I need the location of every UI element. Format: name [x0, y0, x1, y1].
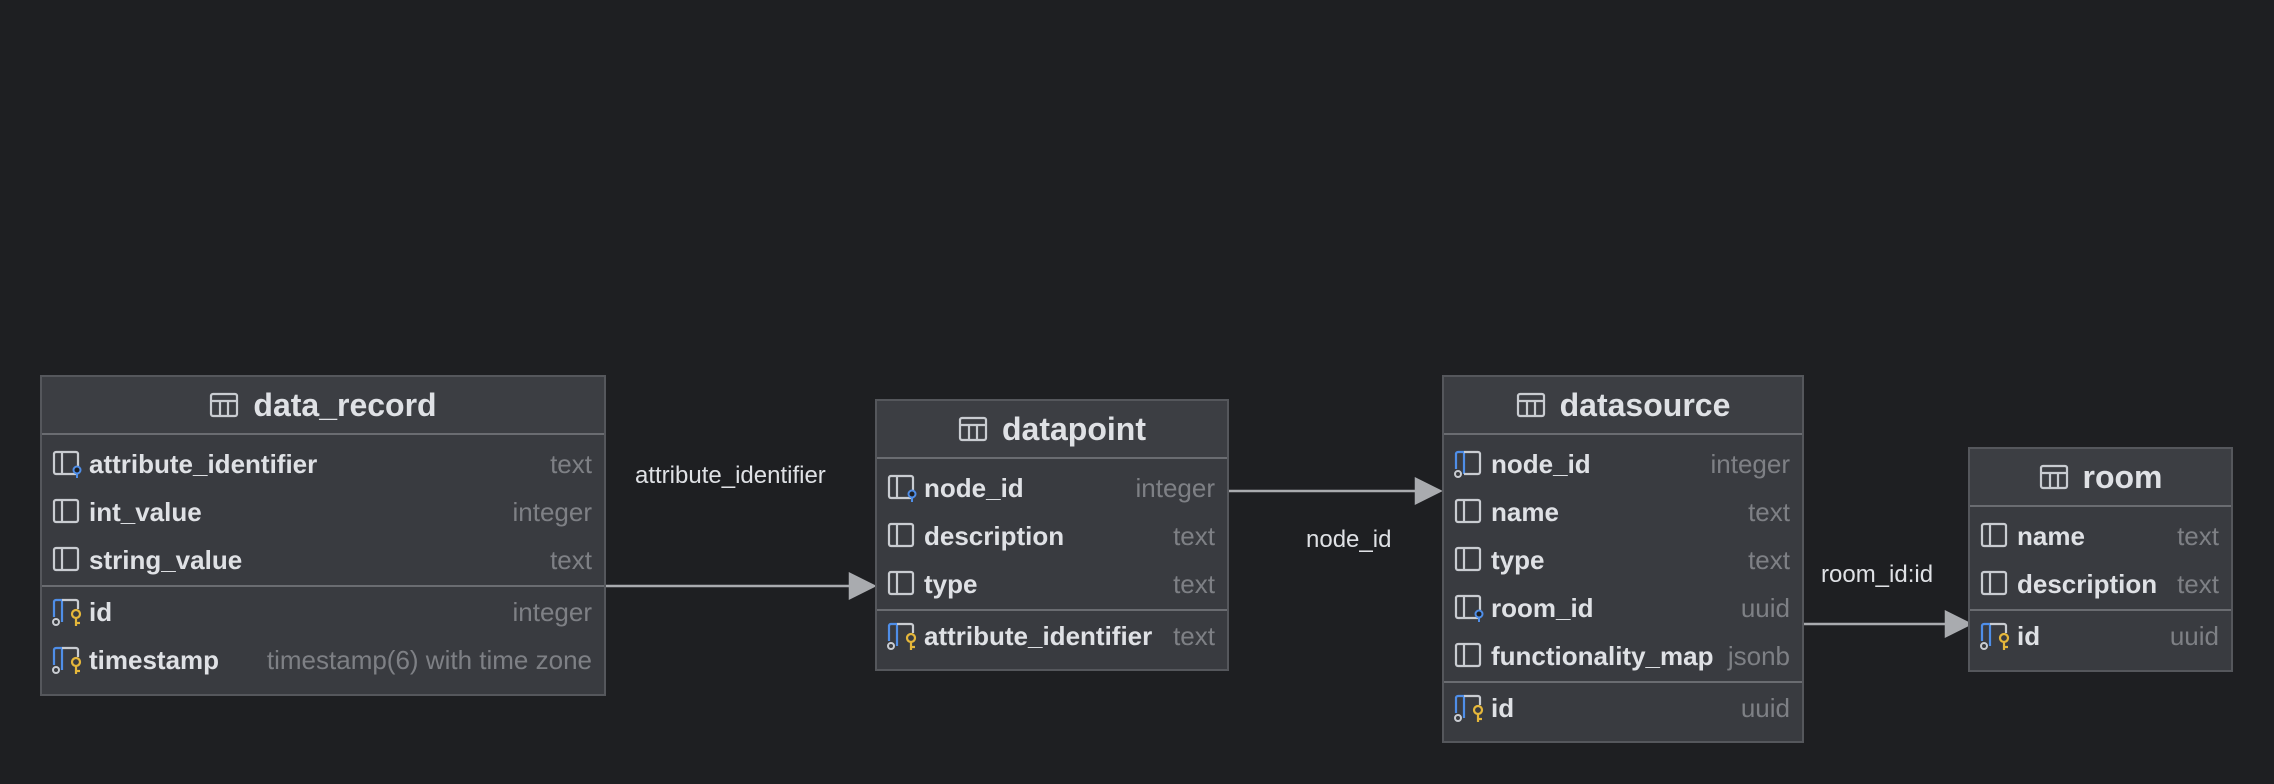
column-name: id [1491, 692, 1515, 723]
column-name: room_id [1491, 592, 1594, 623]
key-separator [1970, 609, 2231, 611]
table-name: datapoint [1002, 410, 1146, 447]
table-header[interactable]: data_record [42, 377, 604, 435]
column-row[interactable]: description text [1970, 560, 2231, 608]
key-separator [877, 609, 1227, 611]
table-icon [2039, 464, 2069, 490]
key-row[interactable]: id uuid [1970, 612, 2231, 660]
column-row[interactable]: type text [1444, 536, 1802, 584]
column-row[interactable]: node_id integer [1444, 440, 1802, 488]
key-row[interactable]: attribute_identifier text [877, 612, 1227, 660]
column-type: text [1173, 568, 1215, 599]
column-icon [887, 569, 919, 599]
primary-key-column-icon [887, 621, 919, 651]
table-name: room [2082, 458, 2163, 495]
foreign-key-column-icon [52, 449, 84, 479]
foreign-key-column-icon [887, 473, 919, 503]
column-row[interactable]: node_id integer [877, 464, 1227, 512]
table-datasource[interactable]: datasource node_id integer name text typ… [1442, 375, 1804, 743]
column-row[interactable]: room_id uuid [1444, 584, 1802, 632]
table-datapoint[interactable]: datapoint node_id integer description te… [875, 399, 1229, 671]
column-type: integer [1135, 472, 1216, 503]
column-type: text [1748, 496, 1790, 527]
primary-key-column-icon [52, 645, 84, 675]
column-type: timestamp(6) with time zone [266, 644, 592, 675]
table-header[interactable]: room [1970, 449, 2231, 507]
column-type: text [550, 448, 592, 479]
primary-key-column-icon [1454, 693, 1486, 723]
relation-label-attribute-identifier[interactable]: attribute_identifier [635, 462, 826, 489]
arrowhead-datasource [1414, 476, 1443, 506]
column-icon [1454, 641, 1486, 671]
column-row[interactable]: type text [877, 560, 1227, 608]
column-type: text [1173, 520, 1215, 551]
column-type: jsonb [1727, 640, 1790, 671]
column-name: timestamp [89, 644, 220, 675]
column-name: name [2017, 520, 2085, 551]
key-row[interactable]: id integer [42, 588, 604, 636]
column-type: text [2177, 568, 2219, 599]
column-name: id [2017, 620, 2041, 651]
column-name: attribute_identifier [89, 448, 318, 479]
column-type: uuid [2169, 620, 2219, 651]
column-icon [52, 545, 84, 575]
table-name: datasource [1559, 386, 1731, 423]
column-row[interactable]: string_value text [42, 536, 604, 584]
table-header[interactable]: datasource [1444, 377, 1802, 435]
column-name: description [924, 520, 1065, 551]
primary-key-column-icon [52, 597, 84, 627]
column-name: string_value [89, 544, 243, 575]
column-name: node_id [1491, 448, 1591, 479]
column-name: name [1491, 496, 1559, 527]
relation-label-node-id[interactable]: node_id [1306, 526, 1392, 553]
column-type: integer [1710, 448, 1791, 479]
table-name: data_record [253, 386, 437, 423]
column-row[interactable]: name text [1970, 512, 2231, 560]
table-icon [958, 416, 988, 442]
key-separator [1444, 681, 1802, 683]
relation-label-room-id[interactable]: room_id:id [1821, 561, 1934, 588]
column-row[interactable]: description text [877, 512, 1227, 560]
column-name: type [924, 568, 978, 599]
table-header[interactable]: datapoint [877, 401, 1227, 459]
primary-key-column-icon [1980, 621, 2012, 651]
table-room[interactable]: room name text description text id uuid [1968, 447, 2233, 672]
column-icon [52, 497, 84, 527]
arrowhead-datapoint [848, 571, 877, 601]
key-separator [42, 585, 604, 587]
column-name: int_value [89, 496, 202, 527]
column-type: text [550, 544, 592, 575]
column-row[interactable]: int_value integer [42, 488, 604, 536]
column-name: id [89, 596, 113, 627]
key-row[interactable]: timestamp timestamp(6) with time zone [42, 636, 604, 684]
arrowhead-room [1944, 609, 1973, 639]
column-row[interactable]: functionality_map jsonb [1444, 632, 1802, 680]
unique-column-icon [1454, 449, 1486, 479]
column-name: attribute_identifier [924, 620, 1153, 651]
column-icon [1980, 569, 2012, 599]
column-type: integer [512, 496, 593, 527]
table-data-record[interactable]: data_record attribute_identifier text in… [40, 375, 606, 696]
column-row[interactable]: attribute_identifier text [42, 440, 604, 488]
column-name: type [1491, 544, 1545, 575]
column-icon [1454, 497, 1486, 527]
column-icon [1980, 521, 2012, 551]
column-row[interactable]: name text [1444, 488, 1802, 536]
column-type: text [2177, 520, 2219, 551]
column-icon [887, 521, 919, 551]
key-row[interactable]: id uuid [1444, 684, 1802, 732]
column-icon [1454, 545, 1486, 575]
column-type: integer [512, 596, 593, 627]
column-name: functionality_map [1491, 640, 1714, 671]
column-type: text [1173, 620, 1215, 651]
foreign-key-column-icon [1454, 593, 1486, 623]
table-icon [209, 392, 239, 418]
table-icon [1516, 392, 1546, 418]
column-type: text [1748, 544, 1790, 575]
column-name: node_id [924, 472, 1024, 503]
column-type: uuid [1740, 592, 1790, 623]
column-type: uuid [1740, 692, 1790, 723]
column-name: description [2017, 568, 2158, 599]
